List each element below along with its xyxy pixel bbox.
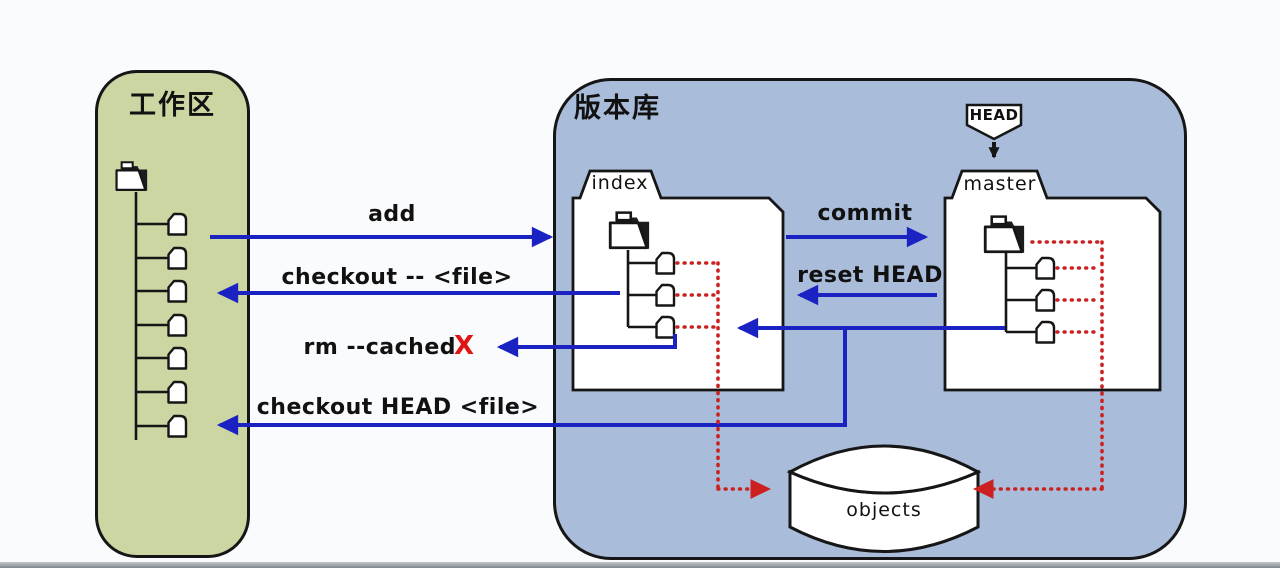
file-icon — [655, 251, 676, 275]
checkout-head-command-label: checkout HEAD <file> — [256, 395, 540, 420]
master-file-tree — [1004, 253, 1038, 334]
master-label: master — [963, 173, 1037, 195]
commit-command-label: commit — [817, 201, 913, 226]
rm-cached-arrow — [496, 334, 677, 358]
file-icon — [167, 380, 188, 404]
file-icon — [167, 212, 188, 236]
checkout-file-command-label: checkout -- <file> — [281, 265, 513, 290]
index-folder — [571, 169, 785, 392]
file-icon — [167, 313, 188, 337]
checkout-head-arrow — [216, 328, 847, 436]
master-object-links — [1030, 240, 1102, 334]
file-icon — [1035, 288, 1056, 312]
repository-title: 版本库 — [574, 93, 661, 124]
file-icon — [1035, 320, 1056, 344]
index-label: index — [591, 172, 649, 194]
add-command-label: add — [368, 202, 416, 227]
file-icon — [167, 279, 188, 303]
index-file-tree — [626, 250, 658, 329]
reset-head-command-label: reset HEAD — [797, 263, 943, 288]
master-folder — [943, 169, 1162, 392]
file-icon — [655, 283, 676, 307]
head-badge — [965, 103, 1023, 141]
workspace-file-tree — [134, 192, 170, 440]
workspace-panel — [95, 70, 250, 558]
file-icon — [655, 315, 676, 339]
bottom-shadow-bar — [0, 562, 1280, 568]
objects-cylinder — [786, 444, 982, 553]
head-pointer — [965, 103, 1023, 159]
file-icon — [167, 346, 188, 370]
objects-label: objects — [846, 499, 922, 521]
index-object-links — [675, 261, 718, 329]
head-label: HEAD — [969, 106, 1019, 124]
rm-cached-command-label: rm --cached — [303, 335, 456, 360]
file-icon — [1035, 256, 1056, 280]
rm-cached-x-mark: X — [454, 331, 475, 361]
workspace-folder-icon — [115, 161, 148, 192]
file-icon — [167, 414, 188, 438]
workspace-title: 工作区 — [129, 90, 216, 121]
file-icon — [167, 246, 188, 270]
